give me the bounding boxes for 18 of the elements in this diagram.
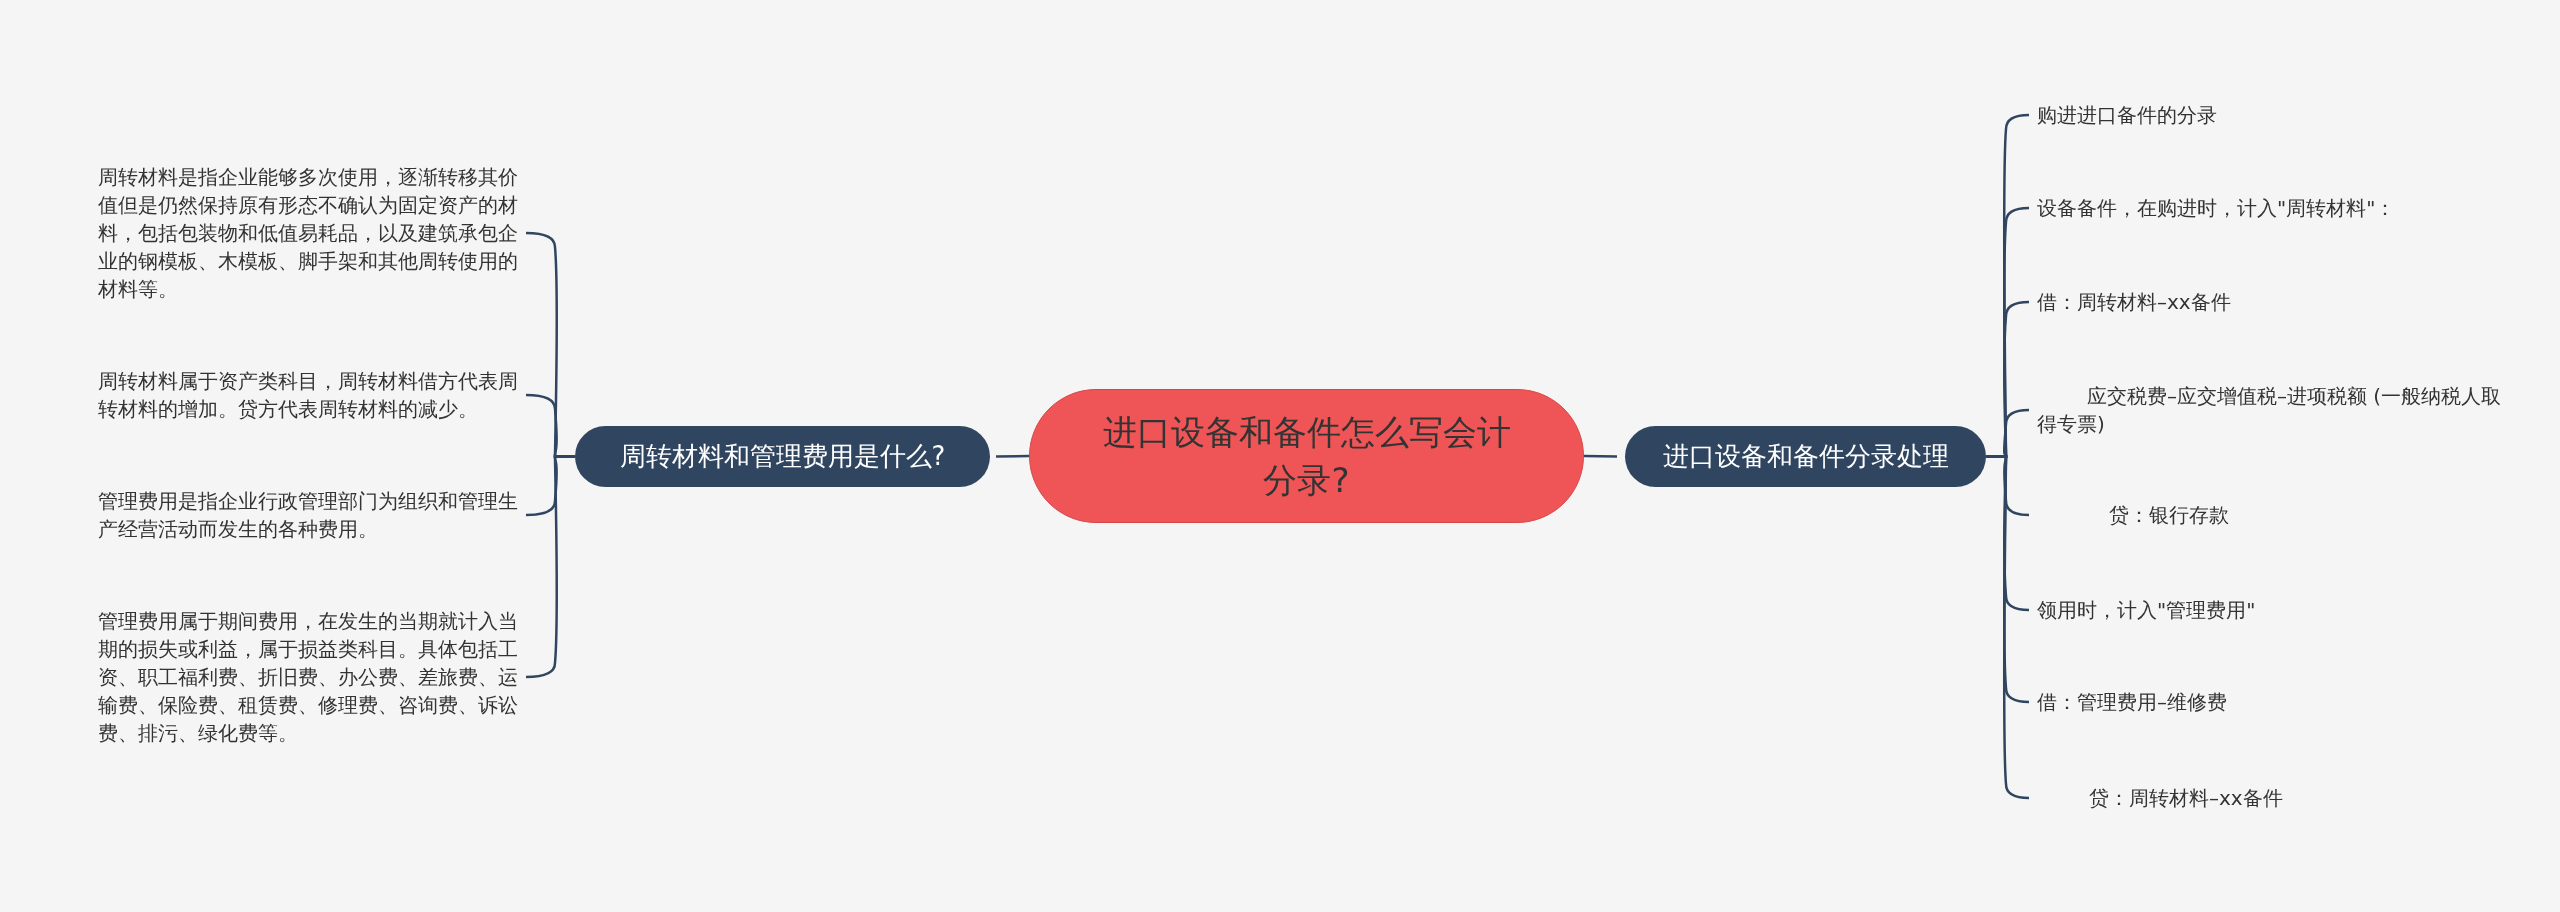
leaf-text: 设备备件，在购进时，计入"周转材料"： [2037,194,2398,222]
leaf-text: 周转材料属于资产类科目，周转材料借方代表周转材料的增加。贷方代表周转材料的减少。 [98,367,520,423]
leaf-text: 购进进口备件的分录 [2037,101,2219,129]
leaf-text: 借：周转材料–xx备件 [2037,288,2233,316]
leaf-text: 周转材料是指企业能够多次使用，逐渐转移其价值但是仍然保持原有形态不确认为固定资产的材料，包括包装物和低值易耗品，以及建筑承包企业的钢模板、木模板、脚手架和其他周转使用的材料等。 [98,163,520,303]
leaf-text: 借：管理费用–维修费 [2037,688,2229,716]
connector-line [1986,455,2030,800]
leaf-text: 贷：银行存款 [2037,501,2231,529]
connector-line [1584,454,1617,458]
leaf-text: 领用时，计入"管理费用" [2037,596,2258,624]
branch-topic: 进口设备和备件分录处理 [1625,426,1986,487]
connector-line [996,454,1029,458]
leaf-text: 管理费用属于期间费用，在发生的当期就计入当期的损失或利益，属于损益类科目。具体包括工资、职工福利费、折旧费、办公费、差旅费、运输费、保险费、租赁费、修理费、咨询费、诉讼费、排污、绿化费等。 [98,607,520,747]
central-topic: 进口设备和备件怎么写会计分录? [1029,389,1584,523]
leaf-text: 贷：周转材料–xx备件 [2037,784,2285,812]
leaf-text: 应交税费–应交增值税–进项税额 (一般纳税人取得专票) [2037,382,2504,438]
leaf-text: 管理费用是指企业行政管理部门为组织和管理生产经营活动而发生的各种费用。 [98,487,520,543]
branch-topic: 周转材料和管理费用是什么? [575,426,990,487]
